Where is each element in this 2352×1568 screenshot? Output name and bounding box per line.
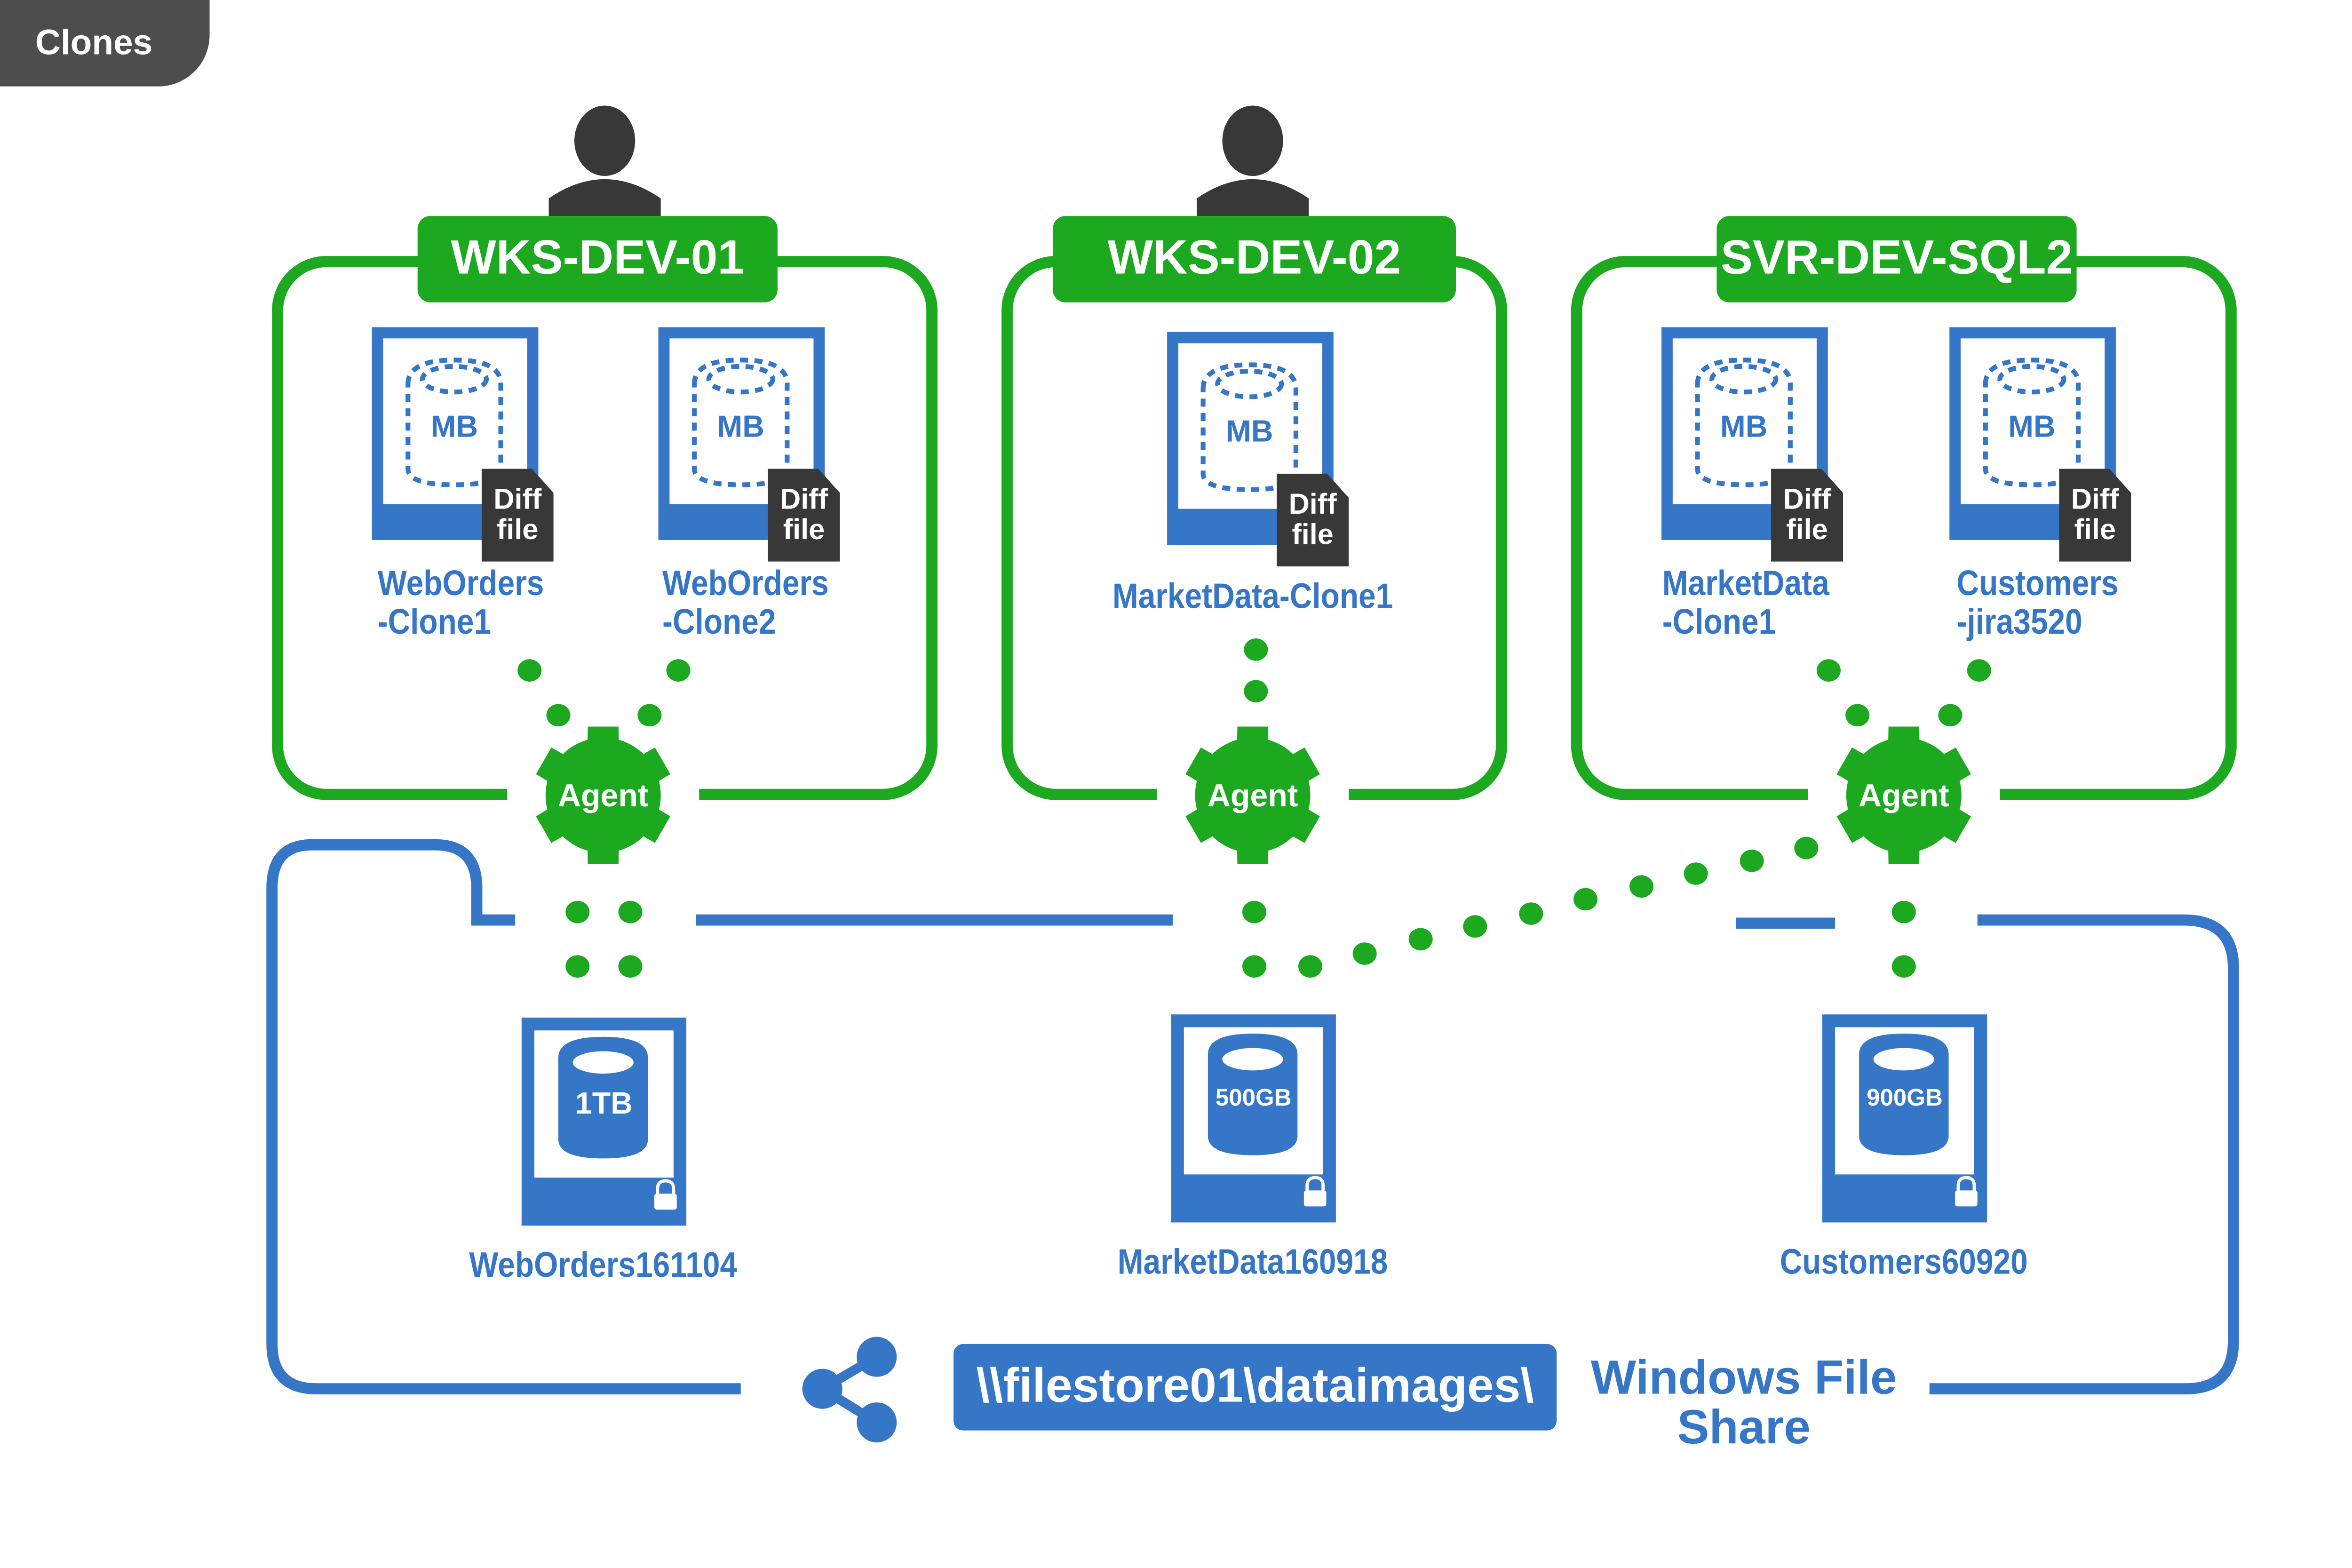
clone-disk[interactable]: MB Diff file — [372, 327, 556, 565]
diff-file-badge: Diff file — [2059, 469, 2131, 562]
connection-dot — [1891, 900, 1916, 923]
diff-file-badge: Diff file — [1277, 473, 1349, 566]
connection-dot — [1794, 836, 1819, 860]
database-outline-icon — [691, 358, 790, 487]
image-size-label: 1TB — [575, 1088, 633, 1122]
connection-dot — [546, 704, 571, 727]
image-name: MarketData160918 — [1117, 1242, 1388, 1282]
connection-dot — [517, 659, 542, 682]
diff-file-text: Diff file — [1288, 488, 1337, 550]
clone-name: WebOrders -Clone1 — [377, 563, 544, 642]
diff-file-badge: Diff file — [768, 469, 840, 562]
connection-dots — [517, 638, 1991, 978]
connection-dot — [1242, 955, 1266, 978]
image-name: WebOrders161104 — [469, 1245, 738, 1285]
agent-label: Agent — [1859, 778, 1949, 813]
image-size-label: 500GB — [1215, 1084, 1292, 1112]
clone-size-label: MB — [717, 411, 764, 445]
clone-disk[interactable]: MB Diff file — [658, 327, 843, 565]
connection-dot — [1891, 955, 1916, 978]
connection-dot — [1408, 928, 1433, 951]
clone-name: WebOrders -Clone2 — [662, 563, 829, 642]
image-size-label: 900GB — [1867, 1084, 1943, 1112]
file-share-frame — [1929, 914, 2239, 1395]
connection-dot — [1629, 875, 1654, 898]
connection-dot — [1573, 888, 1597, 911]
clone-name: MarketData -Clone1 — [1662, 563, 1829, 642]
diff-file-badge: Diff file — [1771, 469, 1843, 562]
connection-dot — [618, 955, 643, 978]
connection-dot — [1816, 659, 1841, 682]
diff-file-text: Diff file — [2071, 483, 2119, 546]
connection-dot — [1519, 902, 1543, 925]
section-tag: Clones — [0, 0, 210, 87]
agent-label: Agent — [558, 778, 649, 813]
database-outline-icon — [405, 358, 503, 487]
connection-dot — [1242, 900, 1266, 923]
clone-name: MarketData-Clone1 — [1112, 576, 1393, 616]
host-label[interactable]: WKS-DEV-02 — [1052, 216, 1456, 302]
connection-dot — [1244, 638, 1268, 661]
connection-dot — [1967, 659, 1991, 682]
image-disk[interactable]: 500GB — [1171, 1014, 1336, 1226]
connection-dot — [565, 900, 590, 923]
database-outline-icon — [1983, 358, 2081, 487]
share-type-label: Windows File Share — [1590, 1352, 1897, 1455]
host-label[interactable]: SVR-DEV-SQL2 — [1716, 216, 2077, 302]
connection-dot — [637, 704, 662, 727]
diff-file-text: Diff file — [493, 483, 542, 546]
file-share-frame — [266, 839, 741, 1395]
image-disk[interactable]: 900GB — [1822, 1014, 1987, 1226]
diff-file-badge: Diff file — [481, 469, 554, 562]
host-label[interactable]: WKS-DEV-01 — [417, 216, 778, 302]
clone-size-label: MB — [1720, 411, 1768, 445]
connection-dot — [1298, 955, 1323, 978]
lock-icon — [1955, 1176, 1978, 1207]
clone-name: Customers -jira3520 — [1956, 563, 2119, 642]
connection-dot — [1352, 942, 1377, 965]
image-disk[interactable]: 1TB — [521, 1018, 687, 1229]
connection-dot — [1463, 915, 1487, 938]
clone-size-label: MB — [430, 411, 478, 445]
connection-dot — [1684, 862, 1708, 885]
share-path-button[interactable]: \\filestore01\dataimages\ — [954, 1344, 1557, 1431]
connection-dot — [1845, 704, 1870, 727]
connection-dot — [618, 900, 643, 923]
clone-size-label: MB — [1225, 416, 1273, 450]
database-outline-icon — [1200, 362, 1298, 492]
lock-icon — [654, 1179, 677, 1210]
lock-icon — [1303, 1176, 1327, 1207]
connection-dot — [565, 955, 590, 978]
diff-file-text: Diff file — [780, 483, 828, 546]
diff-file-text: Diff file — [1783, 483, 1831, 546]
clone-size-label: MB — [2008, 411, 2056, 445]
clone-disk[interactable]: MB Diff file — [1167, 332, 1352, 569]
connection-dot — [1244, 680, 1268, 703]
image-name: Customers60920 — [1780, 1242, 2028, 1282]
agent-label: Agent — [1208, 778, 1298, 813]
clone-disk[interactable]: MB Diff file — [1661, 327, 1846, 565]
clone-disk[interactable]: MB Diff file — [1949, 327, 2134, 565]
connection-dot — [1938, 704, 1963, 727]
connection-dot — [666, 659, 691, 682]
connection-dot — [1740, 849, 1764, 872]
share-path-text: \\filestore01\dataimages\ — [976, 1360, 1534, 1413]
database-outline-icon — [1695, 358, 1793, 487]
